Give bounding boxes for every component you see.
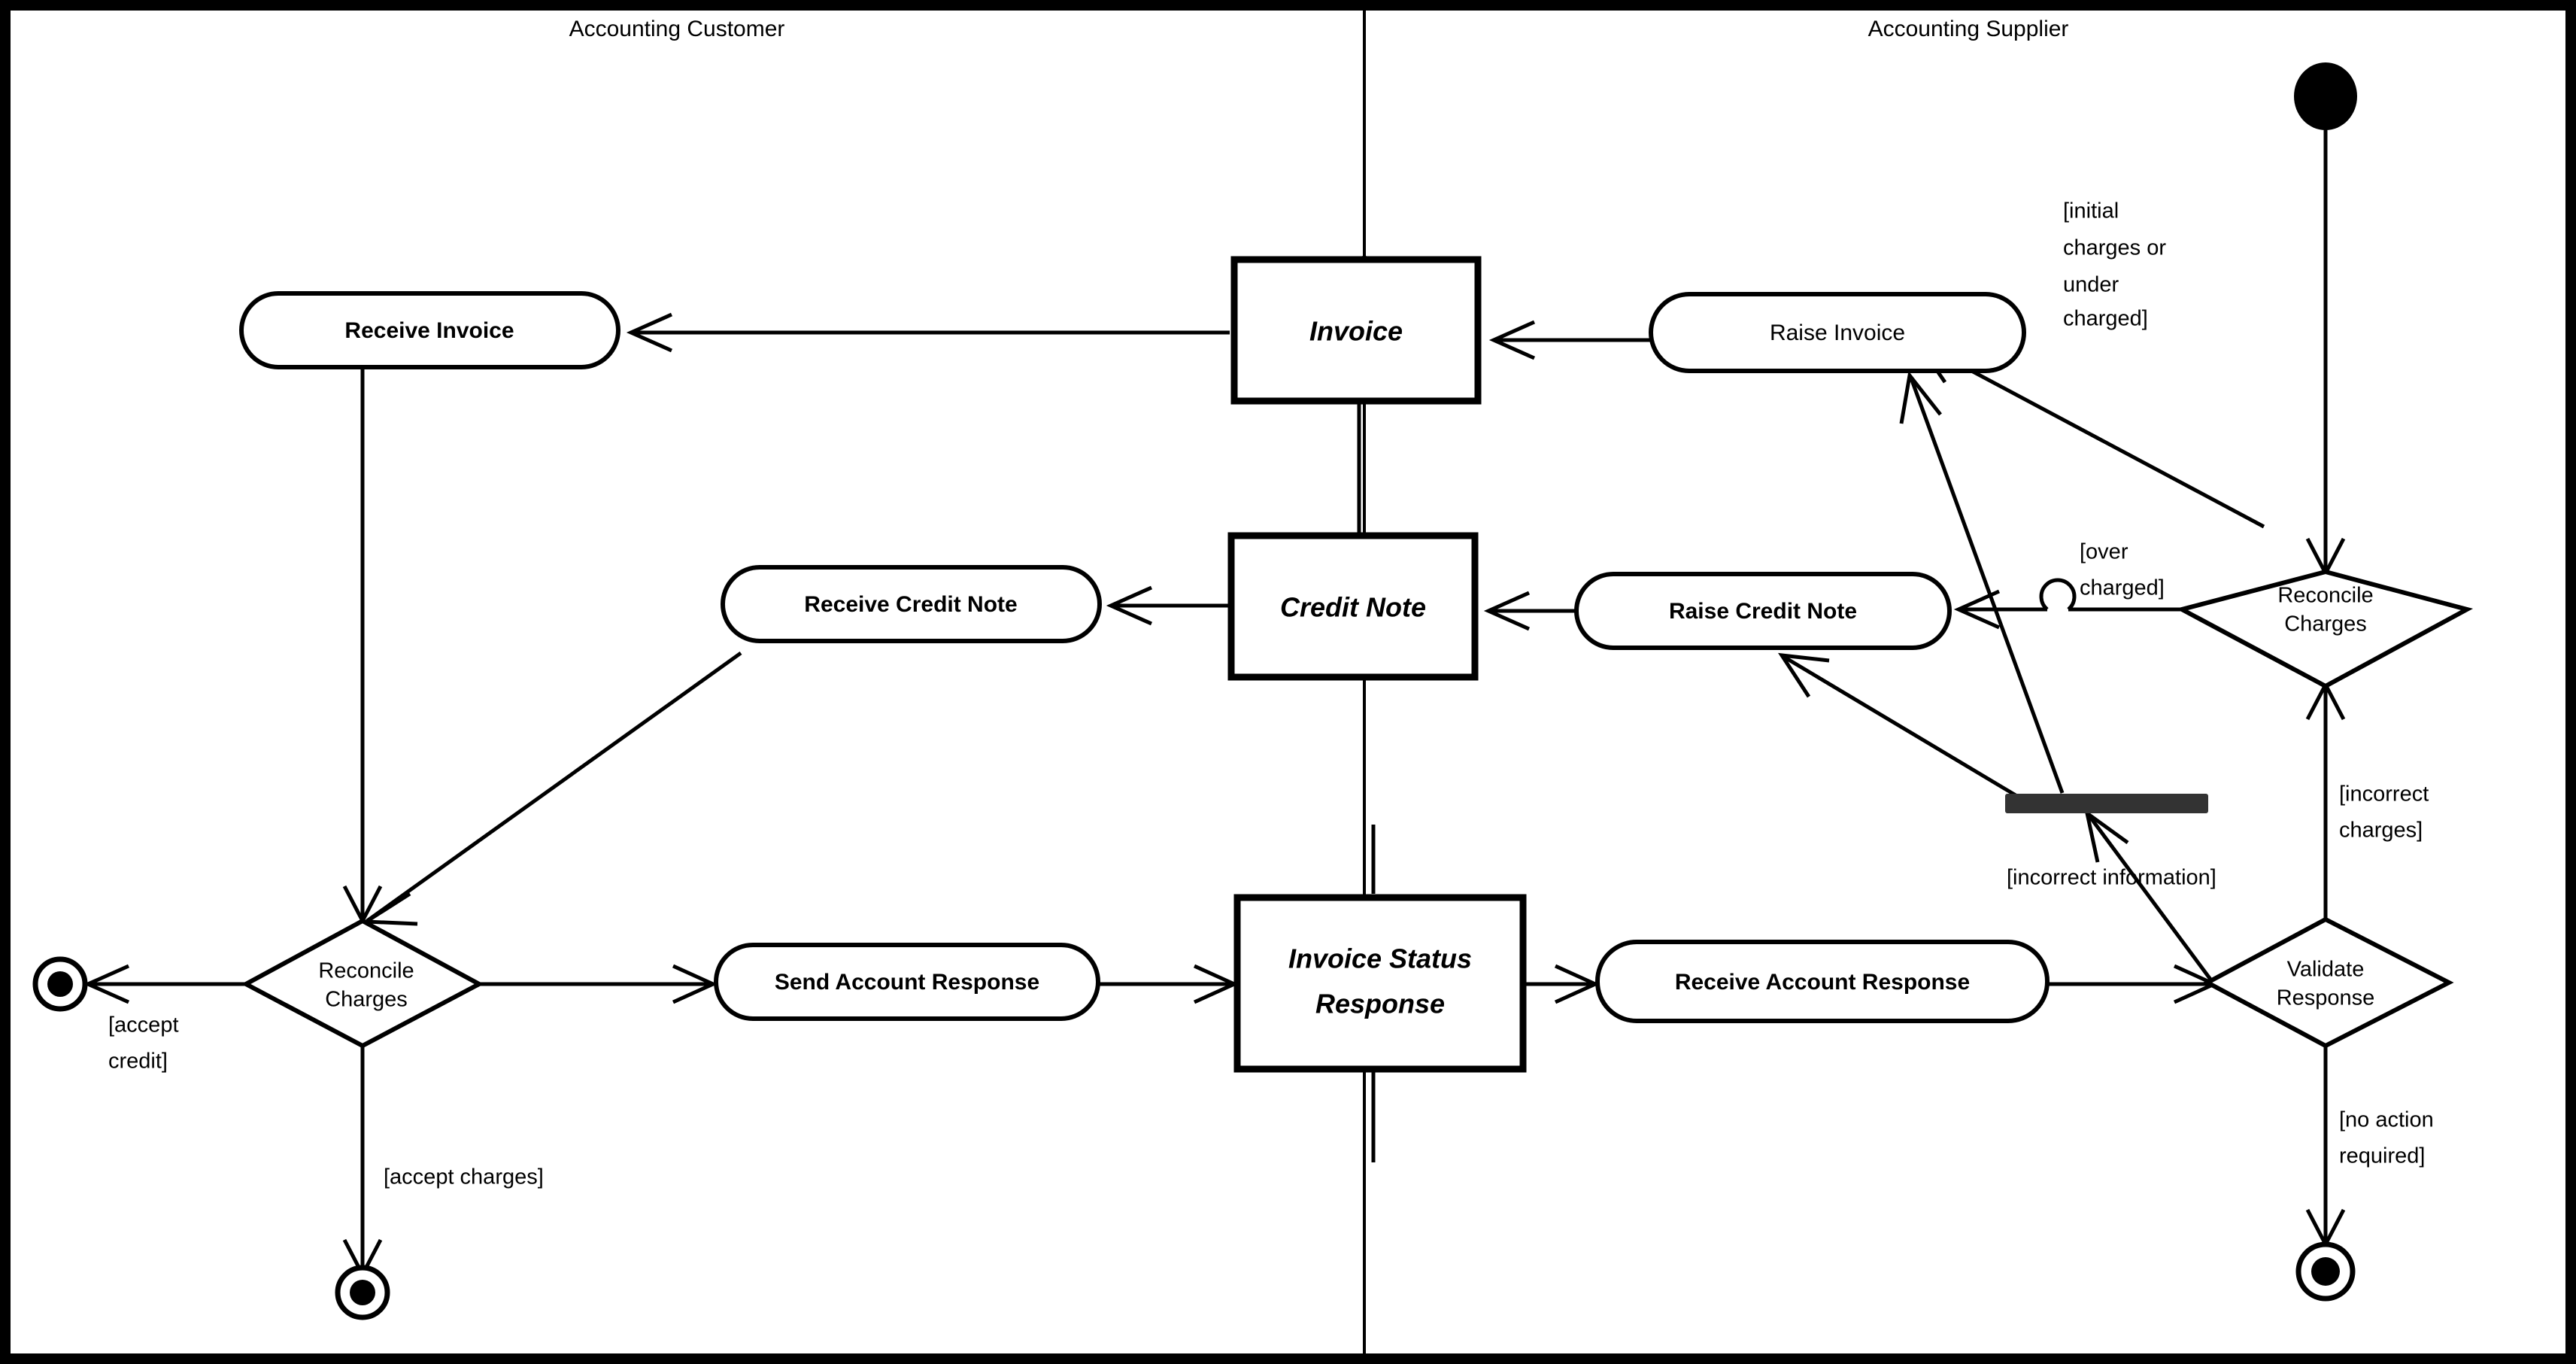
edge-validate-to-join-bar — [2086, 813, 2213, 982]
object-invoice-status-response-label-line1: Invoice Status — [1288, 943, 1472, 974]
object-invoice[interactable] — [1230, 256, 1482, 405]
guard-no-action-required-line2: required] — [2339, 1144, 2425, 1168]
action-receive-credit-note[interactable] — [721, 565, 1102, 643]
action-raise-credit-note[interactable] — [1574, 572, 1952, 650]
guard-incorrect-charges-line2: charges] — [2339, 819, 2423, 843]
decision-supplier-reconcile-charges-line2: Charges — [2284, 612, 2367, 636]
action-send-account-response-label: Send Account Response — [775, 970, 1039, 995]
edge-receive-credit-note-to-customer-reconcile — [366, 651, 742, 923]
arrowhead-raise-invoice-to-invoice-object — [1488, 320, 1536, 360]
decision-customer-reconcile-charges[interactable] — [241, 918, 484, 1049]
action-raise-invoice-label: Raise Invoice — [1770, 320, 1905, 345]
guard-over-charged-line1: [over — [2080, 540, 2128, 564]
object-node-layer[interactable]: Invoice Credit Note Invoice Status Respo… — [1227, 256, 1527, 1073]
swimlane-title-supplier: Accounting Supplier — [1868, 17, 2069, 41]
arrowhead-join-bar-to-raise-invoice — [1899, 371, 1942, 424]
action-receive-credit-note-label: Receive Credit Note — [804, 592, 1017, 617]
guard-accept-credit-line1: [accept — [108, 1013, 179, 1037]
guard-accept-credit-line2: credit] — [108, 1050, 168, 1074]
action-receive-account-response[interactable] — [1595, 940, 2050, 1023]
guard-initial-charges-line1: [initial — [2063, 199, 2119, 223]
decision-supplier-reconcile-charges[interactable] — [2175, 569, 2474, 689]
arrowhead-customer-reconcile-to-final-credit — [83, 964, 130, 1004]
edge-join-bar-to-raise-invoice — [1908, 375, 2065, 794]
action-send-account-response[interactable] — [714, 943, 1100, 1021]
guard-over-charged-line2: charged] — [2080, 576, 2165, 600]
guard-initial-charges-line3: under — [2063, 273, 2119, 297]
final-node-accept-charges-dot — [350, 1280, 375, 1305]
arrowhead-customer-reconcile-to-send-response — [672, 964, 718, 1004]
join-bar — [2005, 794, 2208, 813]
action-receive-account-response-label: Receive Account Response — [1675, 970, 1970, 995]
decision-node-layer[interactable]: Reconcile Charges Reconcile Charges Vali… — [241, 569, 2474, 1049]
arrowhead-raise-credit-note-to-credit-note-object — [1483, 591, 1531, 631]
arrowhead-credit-note-object-to-receive-credit-note — [1106, 585, 1153, 626]
decision-customer-reconcile-charges-line1: Reconcile — [318, 959, 414, 983]
guard-incorrect-information-line1: [incorrect information] — [2007, 866, 2216, 890]
arrowhead-join-bar-to-raise-credit-note — [1778, 652, 1830, 698]
action-receive-invoice[interactable] — [239, 291, 620, 369]
initial-node — [2294, 62, 2357, 130]
control-node-layer — [32, 62, 2357, 1320]
action-raise-credit-note-label: Raise Credit Note — [1669, 599, 1857, 624]
decision-validate-response-line1: Validate — [2287, 958, 2365, 982]
action-raise-invoice[interactable] — [1649, 292, 2026, 373]
action-node-layer[interactable]: Receive Invoice Receive Credit Note Send… — [239, 291, 2050, 1023]
guard-incorrect-charges-line1: [incorrect — [2339, 782, 2429, 807]
object-credit-note[interactable] — [1227, 532, 1479, 681]
final-node-no-action-dot — [2311, 1257, 2340, 1286]
arrowhead-invoice-object-to-receive-invoice — [626, 312, 673, 353]
guard-accept-charges-line1: [accept charges] — [384, 1165, 544, 1189]
decision-validate-response[interactable] — [2202, 916, 2454, 1049]
decision-validate-response-line2: Response — [2277, 986, 2375, 1010]
swimlane-title-customer: Accounting Customer — [569, 17, 785, 41]
object-credit-note-label: Credit Note — [1280, 592, 1426, 623]
object-invoice-status-response-label-line2: Response — [1315, 989, 1445, 1019]
decision-supplier-reconcile-charges-line1: Reconcile — [2277, 584, 2373, 608]
guard-label-layer: [initial charges or under charged] [over… — [108, 199, 2434, 1189]
object-invoice-label: Invoice — [1309, 316, 1403, 347]
object-invoice-status-response[interactable] — [1233, 894, 1527, 1073]
arrowhead-reconcile-to-raise-credit-note — [1953, 589, 2001, 630]
guard-initial-charges-line2: charges or — [2063, 236, 2166, 260]
action-receive-invoice-label: Receive Invoice — [344, 318, 514, 343]
guard-no-action-required-line1: [no action — [2339, 1108, 2434, 1132]
decision-customer-reconcile-charges-line2: Charges — [325, 988, 408, 1012]
final-node-accept-credit-dot — [47, 971, 73, 997]
edge-join-bar-to-raise-credit-note — [1781, 654, 2025, 802]
guard-initial-charges-line4: charged] — [2063, 307, 2148, 331]
arrowhead-status-object-to-receive-response — [1554, 964, 1601, 1004]
edge-line-hop — [2039, 578, 2077, 611]
